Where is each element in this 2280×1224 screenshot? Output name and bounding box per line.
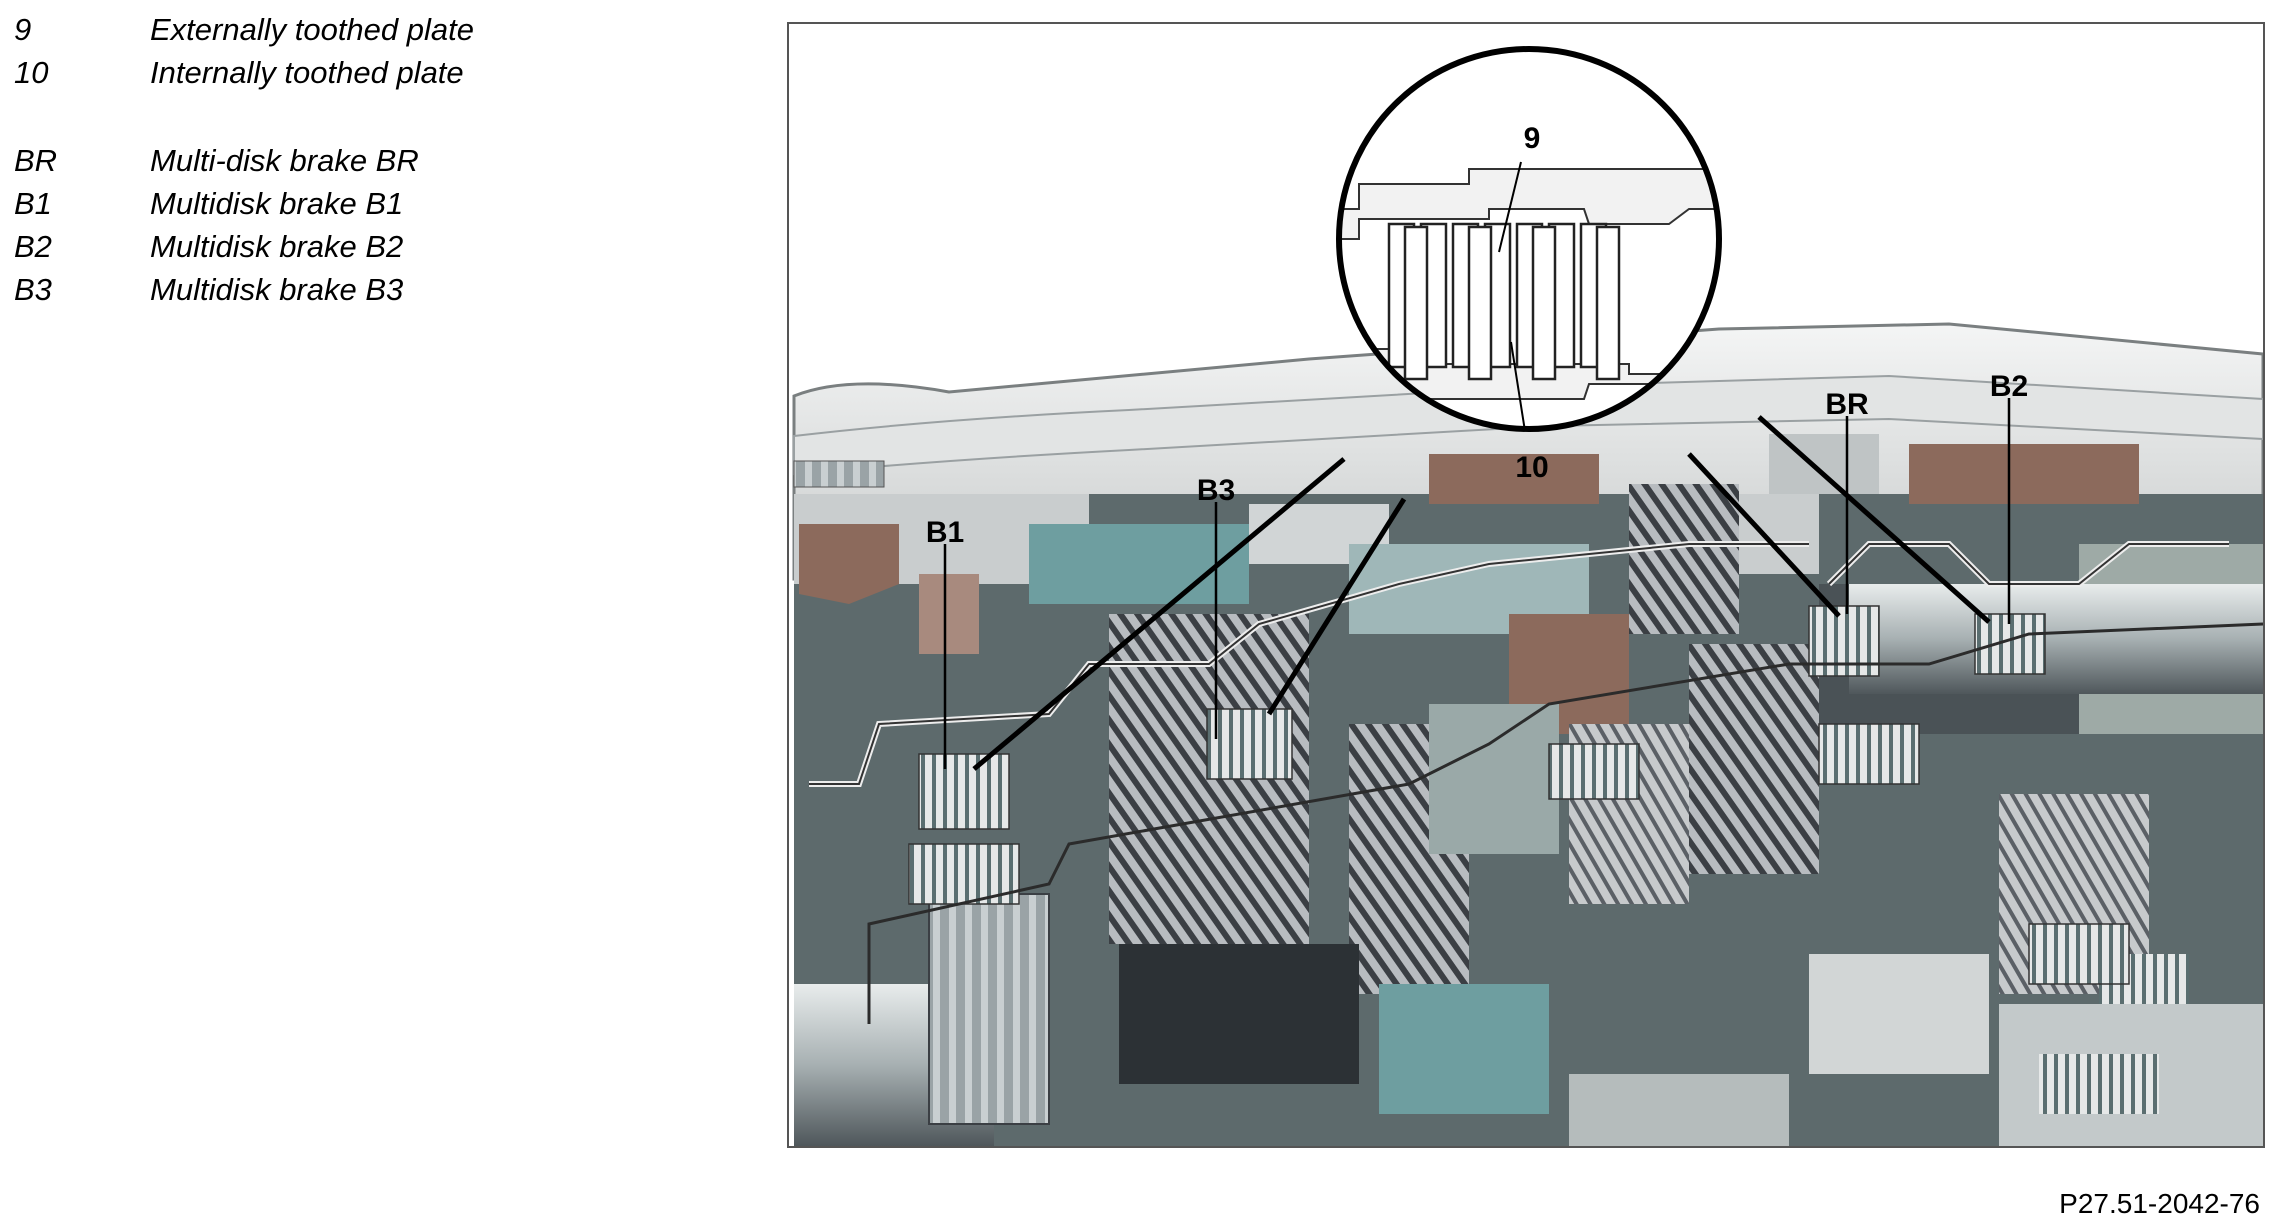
legend-key: B1 — [14, 186, 52, 221]
figure-id: P27.51-2042-76 — [2059, 1188, 2260, 1219]
brake-b1-plates — [918, 753, 1010, 830]
svg-text:B1: B1 — [926, 516, 964, 549]
legend-key: 10 — [14, 55, 49, 90]
callout-9: 9 — [1524, 122, 1541, 155]
legend-description: Internally toothed plate — [150, 55, 464, 90]
callout-b2: B2 — [1990, 370, 2028, 624]
legend-key: 9 — [14, 12, 32, 47]
svg-text:BR: BR — [1825, 388, 1869, 421]
callout-br: BR — [1825, 388, 1869, 614]
legend-key: B3 — [14, 272, 52, 307]
brake-b3-plates — [1206, 708, 1293, 780]
magnifier-leader-lines — [972, 415, 1991, 771]
svg-text:B3: B3 — [1197, 474, 1235, 507]
callout-10: 10 — [1515, 451, 1548, 484]
callout-b1: B1 — [926, 516, 964, 769]
svg-text:B2: B2 — [1990, 370, 2028, 403]
legend-key: BR — [14, 143, 58, 178]
legend-key: B2 — [14, 229, 52, 264]
legend-description: Multidisk brake B1 — [150, 186, 404, 221]
gear-assembly — [794, 434, 2263, 1146]
transmission-illustration: B1 B3 BR B2 — [792, 46, 2263, 1146]
legend-description: Multidisk brake B3 — [150, 272, 404, 307]
callout-b3: B3 — [1197, 474, 1235, 739]
legend-description: Multi-disk brake BR — [150, 143, 419, 178]
plate-detail-magnifier: 9 10 — [1336, 46, 1722, 484]
legend-description: Multidisk brake B2 — [150, 229, 404, 264]
internal-plate — [1403, 225, 1429, 381]
legend-description: Externally toothed plate — [150, 12, 474, 47]
transmission-cutaway-figure: B1 B3 BR B2 — [787, 22, 2265, 1148]
